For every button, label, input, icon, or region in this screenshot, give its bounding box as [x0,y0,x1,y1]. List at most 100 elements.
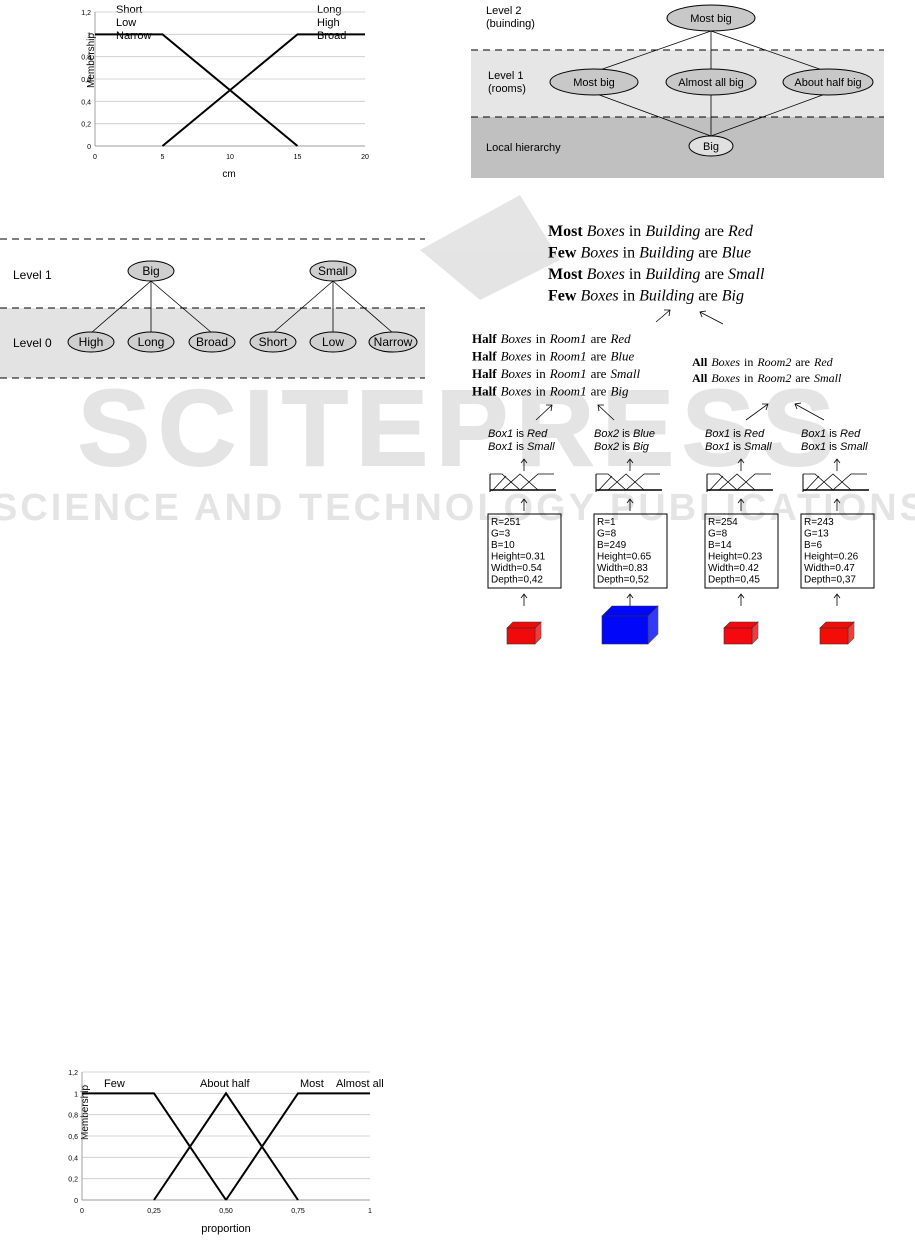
cube-front [601,615,649,645]
chart1-xtick: 0 [93,154,97,161]
property-value: Height=0.31 [491,552,546,563]
property-value: Height=0.65 [597,552,652,563]
chart1-ytick: 1,2 [81,10,91,17]
is-word: is [622,441,630,453]
property-value: Depth=0,45 [708,575,760,586]
location-term: Building [639,245,694,262]
room-node-label-2: Almost all big [678,77,743,89]
chart2-label-about-half: About half [200,1078,250,1090]
boxes-term: Boxes [711,371,740,385]
property-box [704,513,779,589]
box-property: Small [840,441,868,453]
property-term: Red [813,355,834,369]
is-word: is [516,428,524,440]
chart2-label-almost-all: Almost all [336,1078,384,1090]
property-term: Red [727,223,754,240]
narrow-node [368,331,418,353]
chart2-xtick: 0 [80,1208,84,1215]
chart1-ytick: 0,8 [81,55,91,62]
box-name: Box2 [594,441,619,453]
mini-plot-line [804,475,820,492]
arrow-head [737,593,745,599]
chart1-label-short: Short [116,4,142,16]
most-big-building-node [666,4,756,32]
boxes-term: Boxes [711,355,740,369]
are-word: are [698,288,718,305]
room-node-label-1: Most big [573,77,615,89]
chart2-ytick: 0 [74,1198,78,1205]
are-word: are [591,384,607,399]
chart1-label-high: High [317,17,340,29]
level0-label: Level 0 [13,336,52,350]
property-value: R=243 [804,517,834,528]
chart2-ylabel: Membership [80,1085,91,1140]
box-name: Box1 [488,441,513,453]
boxes-term: Boxes [587,266,625,283]
mini-plot-line [814,473,852,491]
quantifier: Half [472,366,497,381]
chart2-ytick: 0,4 [68,1155,78,1162]
room-node-label-3: About half big [794,77,861,89]
proportion-membership-chart: Membership proportion Few About half Mos… [68,1070,383,1235]
sciteprss-watermark: SCITEPRESS SCIENCE AND TECHNOLOGY PUBLIC… [0,195,915,529]
arrow-head [626,498,634,504]
level2-label: Level 2 [486,5,521,17]
quantifier: Half [472,331,497,346]
small-node [309,260,357,282]
mini-plot-line [708,475,724,492]
is-word: is [829,441,837,453]
box-name: Box1 [705,441,730,453]
watermark-logo [420,195,560,300]
about-half-big-node [782,68,874,96]
boxes-term: Boxes [501,366,532,381]
chart1-label-narrow: Narrow [116,30,152,42]
most-big-room-node [549,68,639,96]
watermark-subtitle: SCIENCE AND TECHNOLOGY PUBLICATIONS [0,487,915,529]
boxes-term: Boxes [501,384,532,399]
property-term: Big [610,384,629,399]
level2-sublabel: (buinding) [486,18,535,30]
boxes-term: Boxes [501,349,532,364]
chart1-xtick: 10 [226,154,234,161]
arrow-head [626,458,634,464]
box-property: Small [527,441,555,453]
are-word: are [698,245,718,262]
is-word: is [733,428,741,440]
chart1-ylabel: Membership [86,33,97,88]
box-property: Red [840,428,861,440]
chart1-xtick: 20 [361,154,369,161]
chart2-ytick: 1,2 [68,1070,78,1077]
quantifier: All [692,355,708,369]
in-word: in [744,371,753,385]
quantifier: Half [472,349,497,364]
location-term: Room1 [549,384,587,399]
property-value: R=251 [491,517,521,528]
big-node [127,260,175,282]
quantifier: Few [548,288,577,305]
mini-plot-line [597,475,613,492]
chart2-xtick: 0,25 [147,1208,161,1215]
are-word: are [704,223,724,240]
property-term: Big [722,288,744,305]
chart2-ytick: 0,2 [68,1177,78,1184]
in-word: in [629,266,641,283]
arrow-head [833,498,841,504]
in-word: in [629,223,641,240]
arrow-head [626,593,634,599]
chart2-ytick: 0,6 [68,1134,78,1141]
location-term: Room1 [549,366,587,381]
in-word: in [744,355,753,369]
chart2-xtick: 0,50 [219,1208,233,1215]
box-name: Box1 [801,441,826,453]
are-word: are [591,366,607,381]
